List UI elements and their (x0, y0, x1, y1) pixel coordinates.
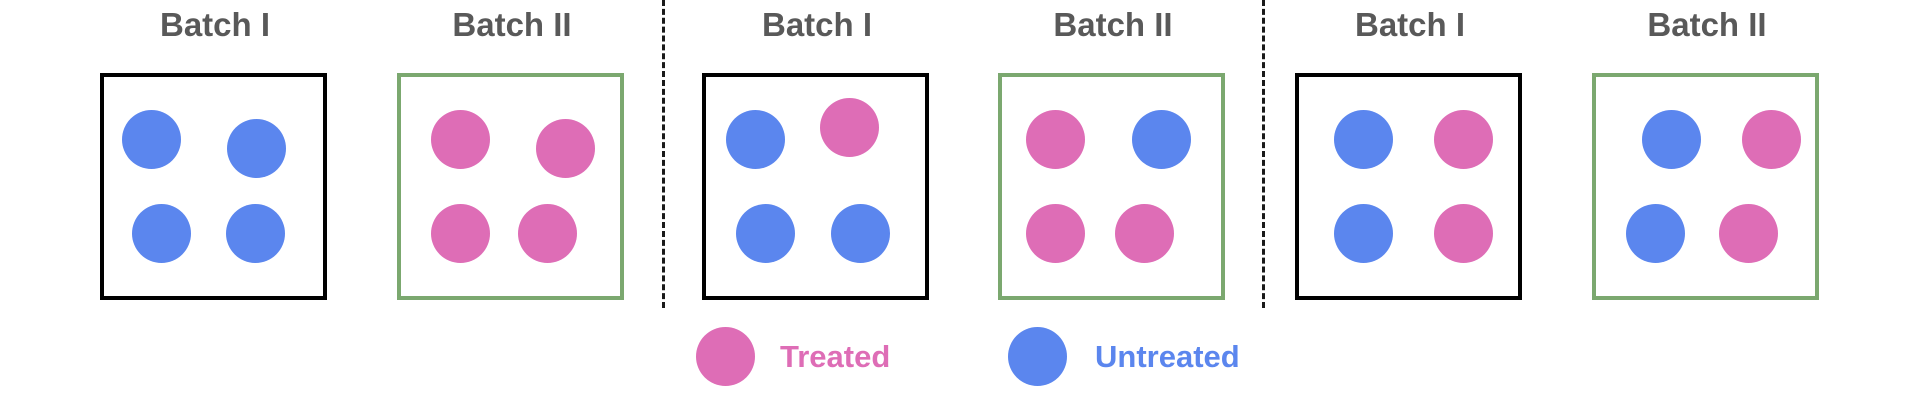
treated-sample-dot (1026, 204, 1085, 263)
group-divider (662, 0, 665, 308)
untreated-sample-dot (726, 110, 785, 169)
treated-sample-dot (536, 119, 595, 178)
treated-sample-dot (1115, 204, 1174, 263)
treated-sample-dot (518, 204, 577, 263)
untreated-sample-dot (1334, 110, 1393, 169)
untreated-sample-dot (831, 204, 890, 263)
legend-treated-swatch (696, 327, 755, 386)
treated-sample-dot (1742, 110, 1801, 169)
batch-title: Batch II (1647, 6, 1767, 43)
batch-i-box (1295, 73, 1522, 300)
batch-title: Batch II (452, 6, 572, 43)
batch-ii-box (1592, 73, 1819, 300)
legend-untreated-label: Untreated (1095, 339, 1240, 374)
batch-title: Batch I (761, 6, 873, 43)
batch-title: Batch I (159, 6, 271, 43)
batch-i-box (702, 73, 929, 300)
treated-sample-dot (1719, 204, 1778, 263)
batch-title: Batch II (1053, 6, 1173, 43)
legend-untreated-swatch (1008, 327, 1067, 386)
batch-ii-box (998, 73, 1225, 300)
treated-sample-dot (431, 110, 490, 169)
untreated-sample-dot (132, 204, 191, 263)
treated-sample-dot (1026, 110, 1085, 169)
treated-sample-dot (1434, 110, 1493, 169)
untreated-sample-dot (1334, 204, 1393, 263)
batch-title: Batch I (1354, 6, 1466, 43)
untreated-sample-dot (1642, 110, 1701, 169)
legend-treated-label: Treated (780, 339, 891, 374)
treated-sample-dot (431, 204, 490, 263)
untreated-sample-dot (227, 119, 286, 178)
untreated-sample-dot (1132, 110, 1191, 169)
treated-sample-dot (820, 98, 879, 157)
untreated-sample-dot (226, 204, 285, 263)
untreated-sample-dot (736, 204, 795, 263)
treated-sample-dot (1434, 204, 1493, 263)
group-divider (1262, 0, 1265, 308)
untreated-sample-dot (1626, 204, 1685, 263)
untreated-sample-dot (122, 110, 181, 169)
batch-ii-box (397, 73, 624, 300)
batch-i-box (100, 73, 327, 300)
